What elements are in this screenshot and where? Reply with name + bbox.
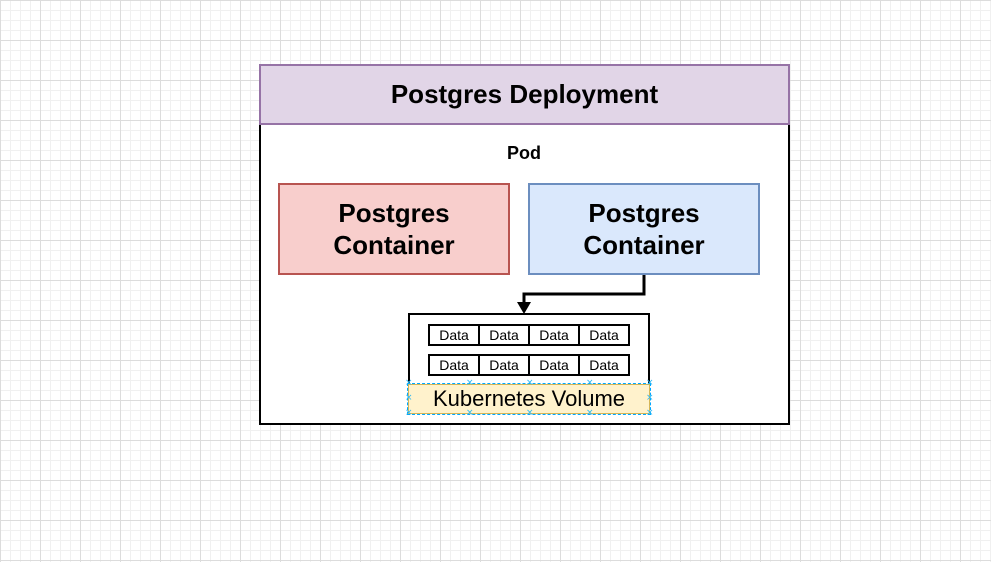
postgres-container-red[interactable]: Postgres Container <box>278 183 510 275</box>
selection-handle-icon[interactable]: × <box>405 408 413 418</box>
data-cell[interactable]: Data <box>589 327 619 343</box>
selection-handle-icon[interactable]: × <box>466 408 474 418</box>
container-label: Postgres Container <box>583 198 705 260</box>
data-cell[interactable]: Data <box>480 326 530 344</box>
data-cell[interactable]: Data <box>589 357 619 373</box>
data-cell[interactable]: Data <box>430 326 480 344</box>
kubernetes-volume-label[interactable]: Kubernetes Volume <box>407 383 651 415</box>
selection-handle-icon[interactable]: × <box>526 378 534 388</box>
postgres-container-blue[interactable]: Postgres Container <box>528 183 760 275</box>
volume-label-text: Kubernetes Volume <box>432 386 626 411</box>
selection-handle-icon[interactable]: × <box>405 378 413 388</box>
data-cell[interactable]: Data <box>530 356 580 374</box>
pod-label[interactable]: Pod <box>507 143 541 163</box>
selection-handle-icon[interactable]: × <box>646 408 654 418</box>
selection-handle-icon[interactable]: × <box>646 378 654 388</box>
selection-handle-icon[interactable]: × <box>526 408 534 418</box>
data-cell[interactable]: Data <box>480 356 530 374</box>
selection-handle-icon[interactable]: × <box>405 393 413 403</box>
selection-handle-icon[interactable]: × <box>646 393 654 403</box>
data-cell[interactable]: Data <box>530 326 580 344</box>
selection-handle-icon[interactable]: × <box>586 408 594 418</box>
selection-handle-icon[interactable]: × <box>586 378 594 388</box>
data-row[interactable]: Data Data Data Data <box>428 354 630 376</box>
container-label: Postgres Container <box>333 198 455 260</box>
data-cell[interactable]: Data <box>430 356 480 374</box>
deployment-title: Postgres Deployment <box>390 79 659 109</box>
data-row[interactable]: Data Data Data Data <box>428 324 630 346</box>
deployment-header[interactable]: Postgres Deployment <box>259 64 790 125</box>
selection-handle-icon[interactable]: × <box>466 378 474 388</box>
